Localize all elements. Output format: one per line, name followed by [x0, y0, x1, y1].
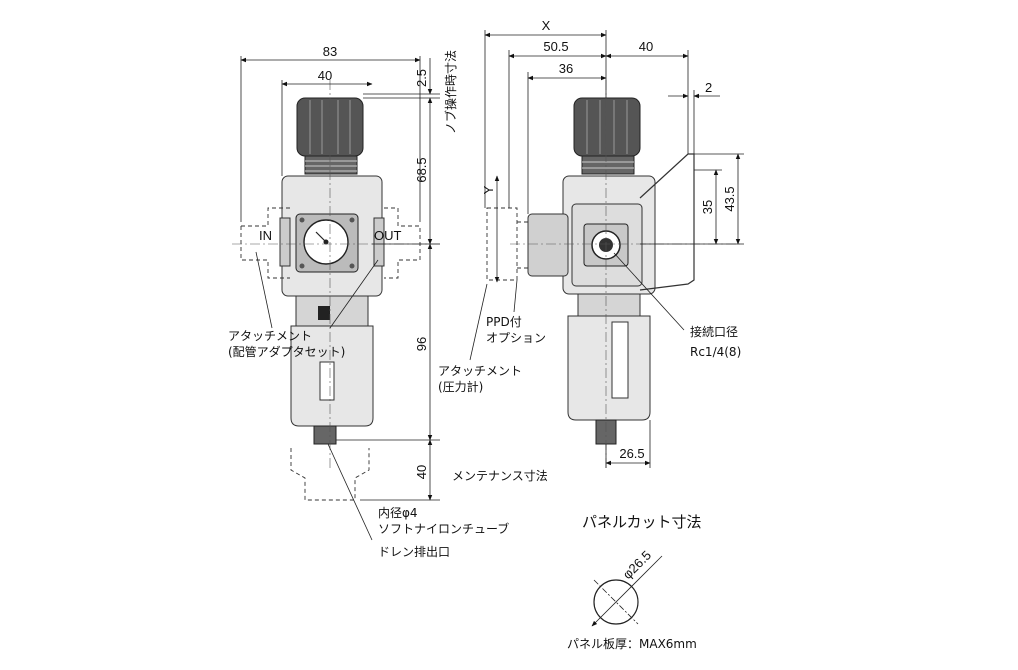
side-level-window	[611, 321, 629, 399]
maintenance-label: メンテナンス寸法	[452, 469, 548, 483]
dim-2-5: 2.5	[414, 69, 429, 87]
dim-x: X	[542, 18, 551, 33]
front-level-window	[319, 361, 335, 401]
ppd-label: PPD付	[486, 315, 522, 329]
side-knob	[573, 97, 641, 157]
dim-50-5: 50.5	[543, 39, 568, 54]
panel-cut-title: パネルカット寸法	[582, 513, 702, 531]
dim-35: 35	[700, 200, 715, 214]
panel-cut-view: パネルカット寸法 φ26.5 パネル板厚：MAX6mm	[567, 513, 702, 651]
panel-diameter: φ26.5	[620, 548, 654, 582]
dim-26-5: 26.5	[619, 446, 644, 461]
side-view: X 50.5 36 40 2 35 43.5 Y 26.5 PPD付 オプション	[438, 18, 744, 470]
connection-size-value: Rc1/4(8)	[690, 345, 741, 359]
drain-outlet-label: ドレン排出口	[378, 545, 450, 559]
dim-83: 83	[323, 44, 337, 59]
knob-op-label: ノブ操作時寸法	[443, 50, 458, 134]
dim-40-maint: 40	[414, 465, 429, 479]
dim-40-front: 40	[318, 68, 332, 83]
drain-tube-type: ソフトナイロンチューブ	[378, 521, 509, 536]
front-drain	[313, 425, 337, 445]
adapter-right-ghost	[384, 207, 421, 279]
attachment1-label: アタッチメント	[228, 329, 312, 343]
dim-y: Y	[481, 185, 496, 194]
dim-68-5: 68.5	[414, 157, 429, 182]
connection-size-label: 接続口径	[690, 324, 738, 339]
dim-36: 36	[559, 61, 573, 76]
side-port-boss	[527, 213, 569, 277]
mounting-bracket	[639, 153, 695, 291]
adapter-left-ghost	[240, 207, 290, 279]
panel-thickness-label: パネル板厚：MAX6mm	[567, 637, 697, 651]
side-bowl	[567, 315, 651, 421]
drain-tube-size: 内径φ4	[378, 506, 418, 520]
dim-40-side: 40	[639, 39, 653, 54]
port-out-label: OUT	[374, 228, 402, 243]
ppd-option-label: オプション	[486, 331, 546, 345]
attachment1-sub-label: (配管アダプタセット)	[228, 344, 345, 359]
attachment2-label: アタッチメント	[438, 364, 522, 378]
port-in-label: IN	[259, 228, 272, 243]
maintenance-ghost	[290, 448, 370, 501]
attachment2-sub-label: (圧力計)	[438, 379, 483, 394]
dim-2: 2	[705, 80, 712, 95]
front-view: 83 40 2.5 68.5 96 40 ノブ操作時寸法 IN OUT アタッチ…	[228, 44, 548, 559]
dim-96: 96	[414, 337, 429, 351]
dim-43-5: 43.5	[722, 186, 737, 211]
